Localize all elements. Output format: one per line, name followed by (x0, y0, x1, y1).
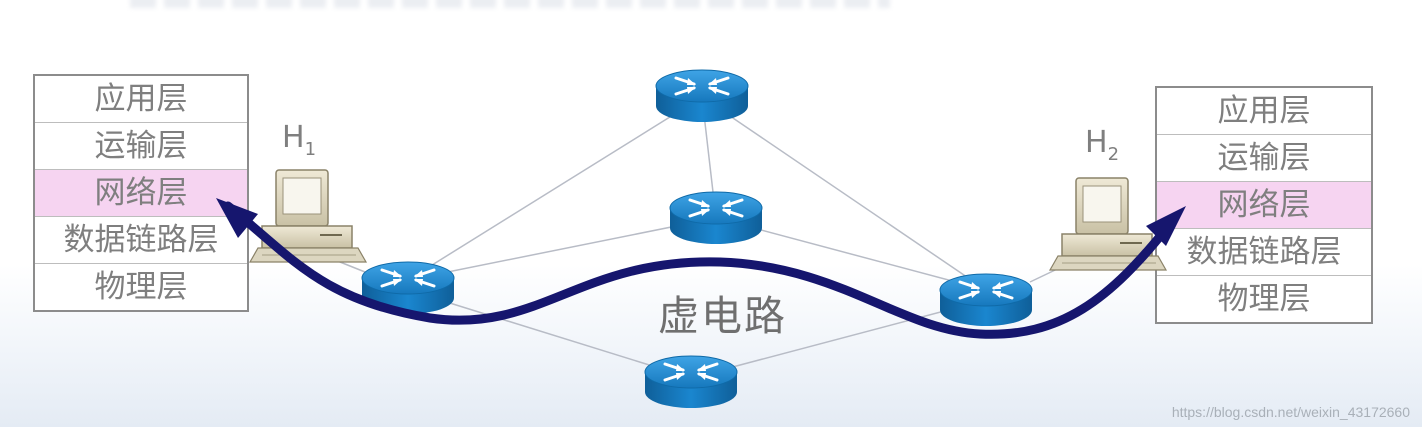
router-icon (938, 272, 1034, 328)
virtual-circuit-label: 虚电路 (658, 292, 787, 340)
left-data-link-layer: 数据链路层 (35, 216, 247, 263)
host-h1-computer-icon (249, 169, 367, 263)
right-transport-layer: 运输层 (1157, 134, 1371, 181)
host-h1-label: H1 (282, 120, 317, 160)
link-r1-r2 (407, 96, 703, 281)
watermark: https://blog.csdn.net/weixin_43172660 (1171, 404, 1410, 420)
left-protocol-stack: 应用层 运输层 网络层 数据链路层 物理层 (33, 74, 249, 312)
link-r1-r4 (407, 289, 692, 379)
host-h2-label: H2 (1085, 125, 1120, 165)
right-network-layer: 网络层 (1157, 181, 1371, 228)
left-physical-layer: 物理层 (35, 263, 247, 310)
link-r4-r5 (690, 299, 987, 379)
cropped-title-strip (130, 0, 890, 8)
right-data-link-layer: 数据链路层 (1157, 228, 1371, 275)
left-arrowhead (216, 198, 258, 238)
link-r2-r5 (701, 96, 987, 291)
right-application-layer: 应用层 (1217, 93, 1311, 129)
network-links (329, 96, 1073, 379)
left-application-layer: 应用层 (94, 81, 188, 117)
right-protocol-stack: 应用层 运输层 网络层 数据链路层 物理层 (1155, 86, 1373, 324)
router-icon (654, 68, 750, 124)
router-icon (643, 354, 739, 410)
virtual-circuit-path (223, 201, 1175, 339)
right-physical-layer: 物理层 (1157, 275, 1371, 322)
left-transport-layer: 运输层 (35, 122, 247, 169)
left-network-layer: 网络层 (35, 169, 247, 216)
right-arrowhead (1146, 206, 1186, 246)
link-r1-r3 (407, 217, 717, 281)
router-icon (668, 190, 764, 246)
